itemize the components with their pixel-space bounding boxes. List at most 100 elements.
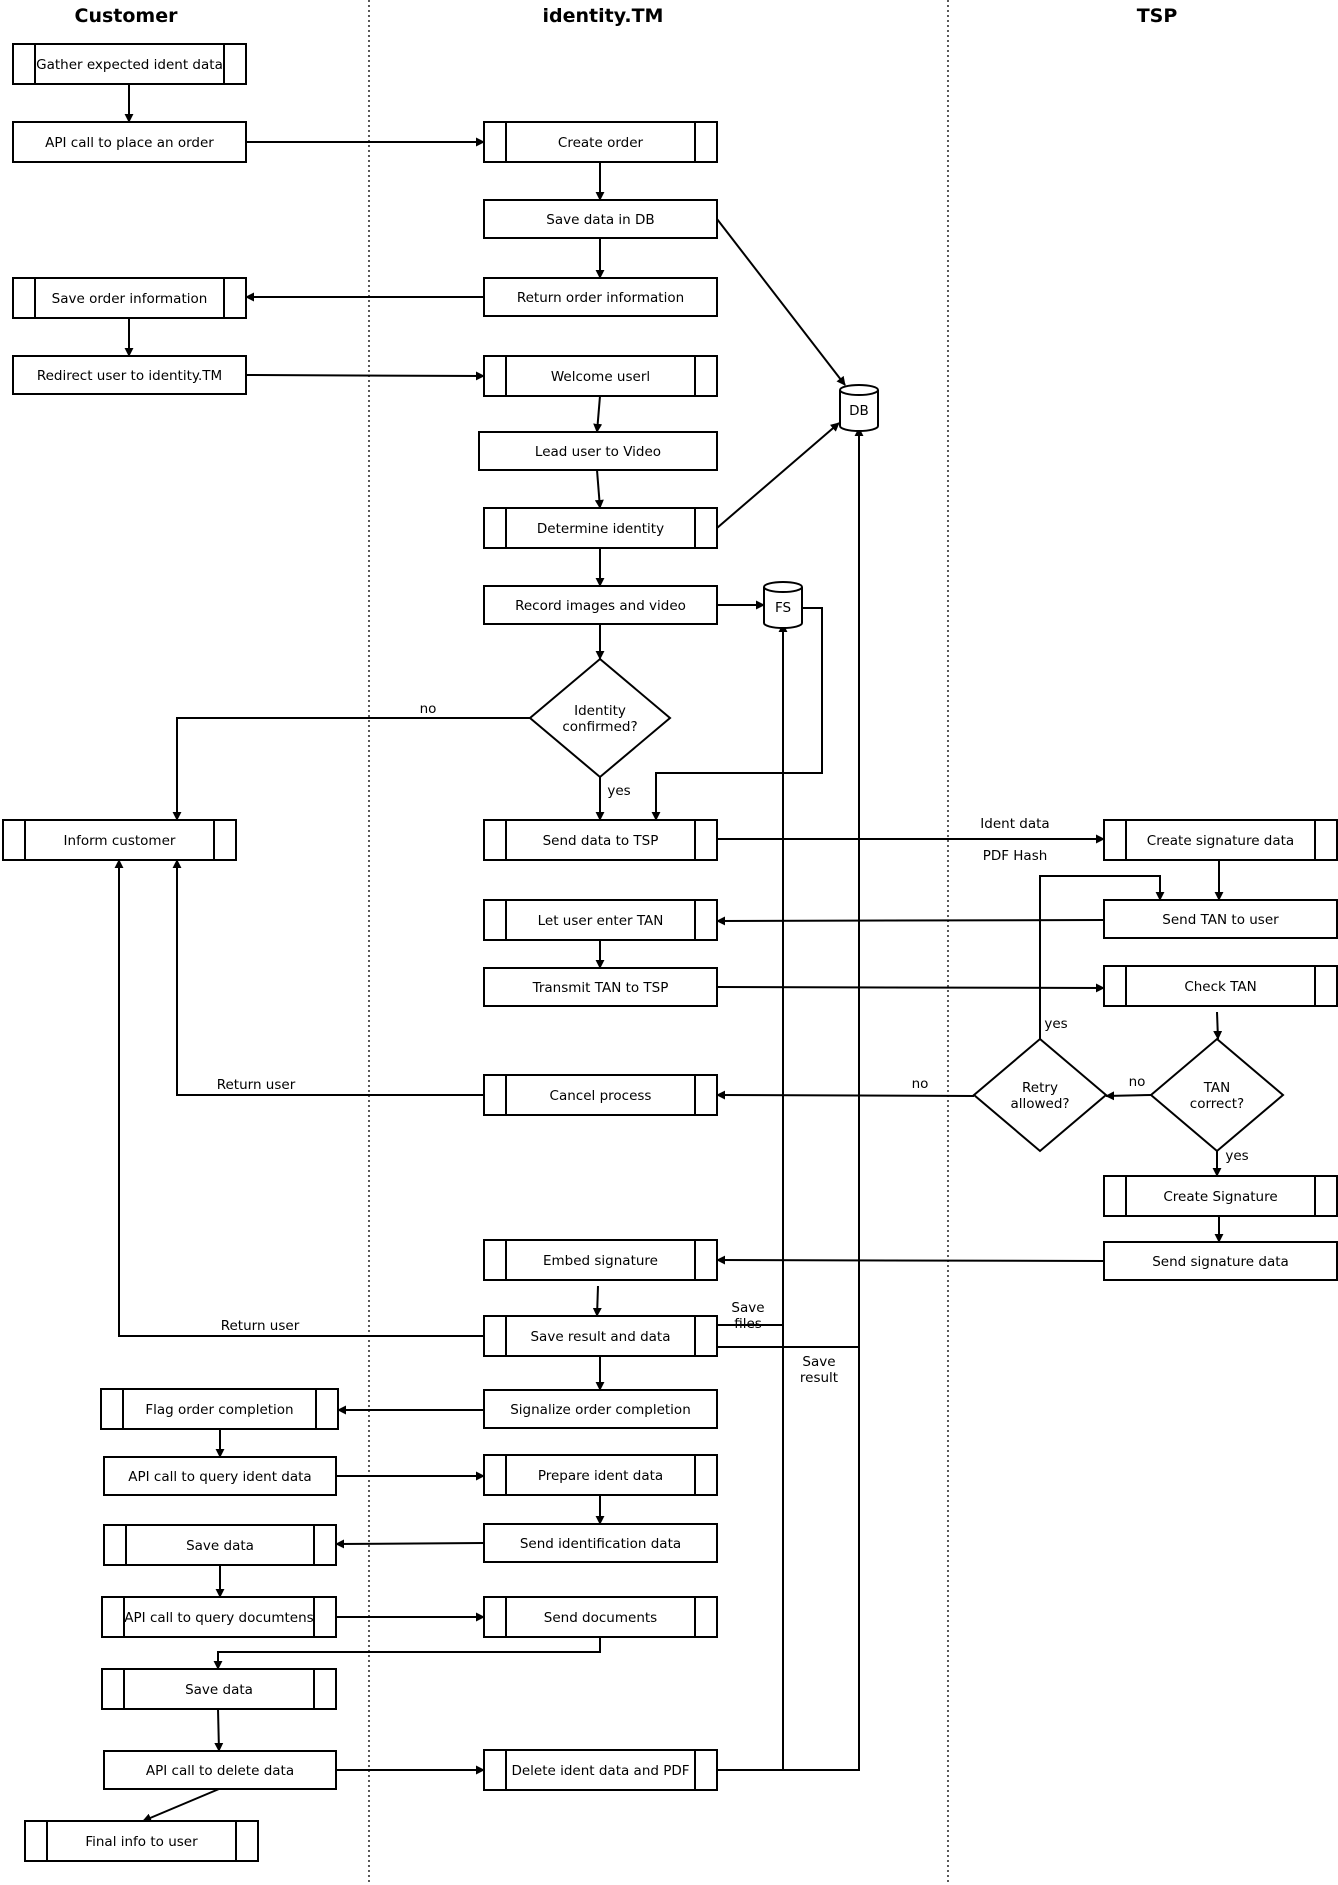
- node-label: API call to query documtens: [124, 1610, 313, 1626]
- node-label: Save data in DB: [546, 212, 654, 228]
- node-label: Create signature data: [1147, 833, 1294, 849]
- node-embed: Embed signature: [483, 1239, 718, 1281]
- lane-title-identity: identity.TM: [543, 5, 664, 27]
- node-label: Save data: [185, 1682, 253, 1698]
- node-label: Create order: [558, 135, 644, 151]
- node-label: Lead user to Video: [535, 444, 661, 460]
- edge-deleteident-to-fs: [717, 624, 784, 1771]
- node-label: Return order information: [517, 290, 684, 306]
- node-sendtsp: Send data to TSP: [483, 819, 718, 861]
- node-label: Final info to user: [85, 1834, 198, 1850]
- node-label: Send data to TSP: [543, 833, 659, 849]
- node-label: Determine identity: [537, 521, 664, 537]
- node-cancel: Cancel process: [483, 1074, 718, 1116]
- node-label: Send TAN to user: [1162, 912, 1279, 928]
- node-savedb: Save data in DB: [483, 199, 718, 239]
- edge-identconf-to-inform: [172, 717, 530, 821]
- node-label: API call to place an order: [45, 135, 214, 151]
- lane-title-customer: Customer: [75, 5, 179, 27]
- node-savedata2: Save data: [101, 1668, 337, 1710]
- edge-saveresult-to-db: [717, 427, 864, 1348]
- node-letuser: Let user enter TAN: [483, 899, 718, 941]
- node-label: Embed signature: [543, 1253, 658, 1269]
- node-apidocs: API call to query documtens: [101, 1596, 337, 1638]
- node-sendident: Send identification data: [483, 1523, 718, 1563]
- node-prepare: Prepare ident data: [483, 1454, 718, 1496]
- node-lead: Lead user to Video: [478, 431, 718, 471]
- edge-welcome-to-lead: [593, 395, 603, 433]
- node-label: Save order information: [52, 291, 208, 307]
- node-label: Delete ident data and PDF: [511, 1763, 689, 1779]
- node-label: Welcome userl: [551, 369, 650, 385]
- node-apiplace: API call to place an order: [12, 121, 247, 163]
- node-savedata1: Save data: [103, 1524, 337, 1566]
- node-createorder: Create order: [483, 121, 718, 163]
- edge-transmit-to-checktan: [716, 983, 1105, 993]
- node-label: FS: [775, 600, 791, 616]
- node-label: Prepare ident data: [538, 1468, 663, 1484]
- node-label: Inform customer: [64, 833, 176, 849]
- node-finalinfo: Final info to user: [24, 1820, 259, 1862]
- edge-savedb-to-db: [716, 218, 846, 386]
- node-record: Record images and video: [483, 585, 718, 625]
- node-saveorder: Save order information: [12, 277, 247, 319]
- edge-saveresult-to-inform: [114, 859, 484, 1337]
- node-label: Redirect user to identity.TM: [37, 368, 222, 384]
- edge-savedata2-to-apidelete: [214, 1708, 224, 1752]
- node-fs: FS: [763, 581, 803, 629]
- node-db: DB: [839, 384, 879, 432]
- node-label: Signalize order completion: [510, 1402, 691, 1418]
- node-label: DB: [849, 403, 869, 419]
- edge-label-saveresult-to-inform: Return user: [221, 1318, 300, 1334]
- node-label: Save result and data: [530, 1329, 670, 1345]
- node-saveresult: Save result and data: [483, 1315, 718, 1357]
- node-createsig: Create signature data: [1103, 819, 1338, 861]
- node-createsignature: Create Signature: [1103, 1175, 1338, 1217]
- edge-sendtan-to-letuser: [716, 916, 1105, 926]
- edge-fs-to-sendtsp: [651, 607, 823, 821]
- node-determine: Determine identity: [483, 507, 718, 549]
- node-label: Flag order completion: [145, 1402, 293, 1418]
- node-checktan: Check TAN: [1103, 965, 1338, 1007]
- edge-apidelete-to-finalinfo: [142, 1788, 220, 1823]
- node-label: Record images and video: [515, 598, 686, 614]
- node-label: Transmit TAN to TSP: [532, 980, 669, 996]
- node-welcome: Welcome userl: [483, 355, 718, 397]
- node-label: API call to query ident data: [128, 1469, 311, 1485]
- edge-label-cancel-to-inform: Return user: [217, 1077, 296, 1093]
- edge-deleteident-to-db: [783, 1347, 860, 1771]
- edge-label-tancorrect-to-createsignature: yes: [1225, 1148, 1248, 1164]
- edge-label-identconf-to-inform: no: [420, 701, 437, 717]
- node-sendtan: Send TAN to user: [1103, 899, 1338, 939]
- edge-checktan-to-tancorrect: [1213, 1011, 1223, 1040]
- node-deleteident: Delete ident data and PDF: [483, 1749, 718, 1791]
- edge-redirect-to-welcome: [245, 371, 485, 381]
- edge-embed-to-saveresult: [592, 1285, 602, 1317]
- edge-cancel-to-inform: [172, 859, 484, 1096]
- node-label: Check TAN: [1184, 979, 1256, 995]
- node-label: Send signature data: [1152, 1254, 1289, 1270]
- edge-tancorrect-to-retry: [1105, 1091, 1152, 1101]
- node-flag: Flag order completion: [100, 1388, 339, 1430]
- node-apidelete: API call to delete data: [103, 1750, 337, 1790]
- node-label: Send documents: [544, 1610, 657, 1626]
- edge-sendsig-to-embed: [716, 1255, 1105, 1265]
- edge-label-identconf-to-sendtsp: yes: [607, 783, 630, 799]
- edge-lead-to-determine: [594, 469, 604, 509]
- edge-label-retry-to-sendtan: yes: [1044, 1016, 1067, 1032]
- edge-determine-to-db: [716, 422, 840, 529]
- node-label: Send identification data: [520, 1536, 681, 1552]
- edge-sendident-to-savedata1: [335, 1539, 485, 1549]
- node-label: Let user enter TAN: [538, 913, 664, 929]
- node-signalize: Signalize order completion: [483, 1389, 718, 1429]
- node-gather: Gather expected ident data: [12, 43, 247, 85]
- node-senddocs: Send documents: [483, 1596, 718, 1638]
- node-inform: Inform customer: [2, 819, 237, 861]
